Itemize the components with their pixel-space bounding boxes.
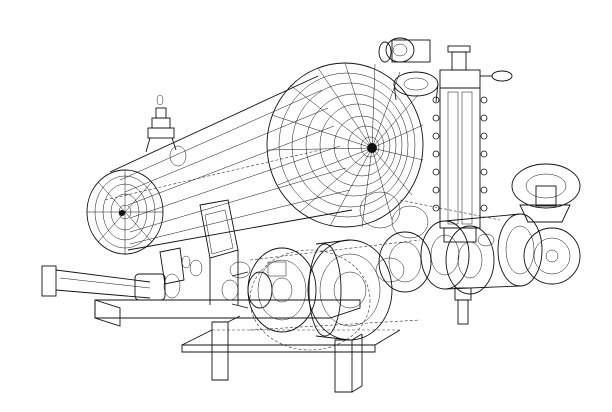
front-pump-left [221,247,317,333]
level-gauge [432,45,513,243]
handwheel-valve [497,163,581,287]
right-pipe-fittings [359,191,521,325]
left-pipe-stub [41,265,181,301]
tank-saddle-supports [159,199,239,305]
top-nozzle [145,94,187,167]
tank-right-endcap [266,62,424,228]
motor-housing [181,239,421,351]
top-flange [378,37,439,103]
tank-body [104,75,353,251]
tank-left-endcap [86,169,164,255]
front-pump-right [307,231,432,341]
base-skid [94,299,401,393]
